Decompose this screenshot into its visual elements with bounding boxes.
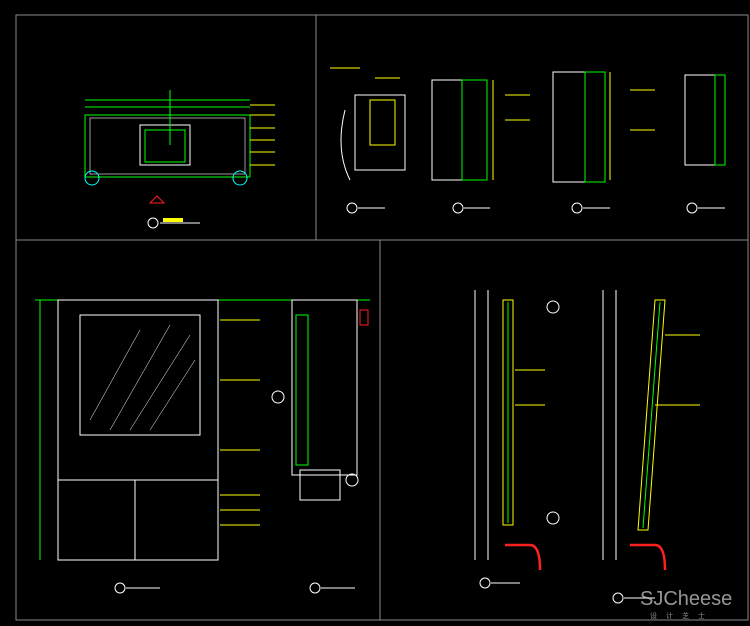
- sections-bottom-right: [474, 290, 700, 604]
- watermark-brand: SJCheese: [640, 588, 733, 610]
- elevation-bottom-left: [35, 299, 370, 594]
- section-details-top-right: [330, 67, 726, 214]
- watermark-subtitle: 设计芝士: [650, 612, 714, 620]
- sheet-frames: [15, 14, 749, 621]
- plan-view-top-left: [84, 90, 275, 229]
